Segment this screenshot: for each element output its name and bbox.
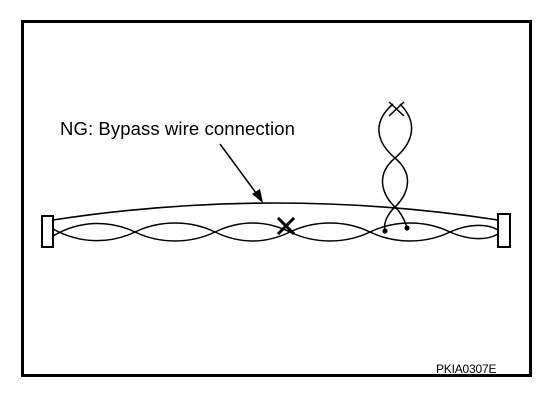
branch-twisted-wire	[378, 103, 413, 231]
leader-arrow	[219, 143, 263, 203]
splice-point	[382, 228, 388, 234]
ng-mark-icon	[276, 216, 296, 236]
bypass-wire	[52, 202, 499, 221]
diagram-caption: NG: Bypass wire connection	[60, 118, 295, 139]
splice-point	[404, 225, 410, 231]
left-connector	[41, 215, 54, 248]
right-connector	[497, 213, 511, 248]
twisted-pair-wire	[52, 222, 499, 242]
figure-code: PKIA0307E	[436, 362, 497, 376]
branch-open-end	[388, 101, 405, 117]
diagram-frame	[21, 20, 532, 377]
